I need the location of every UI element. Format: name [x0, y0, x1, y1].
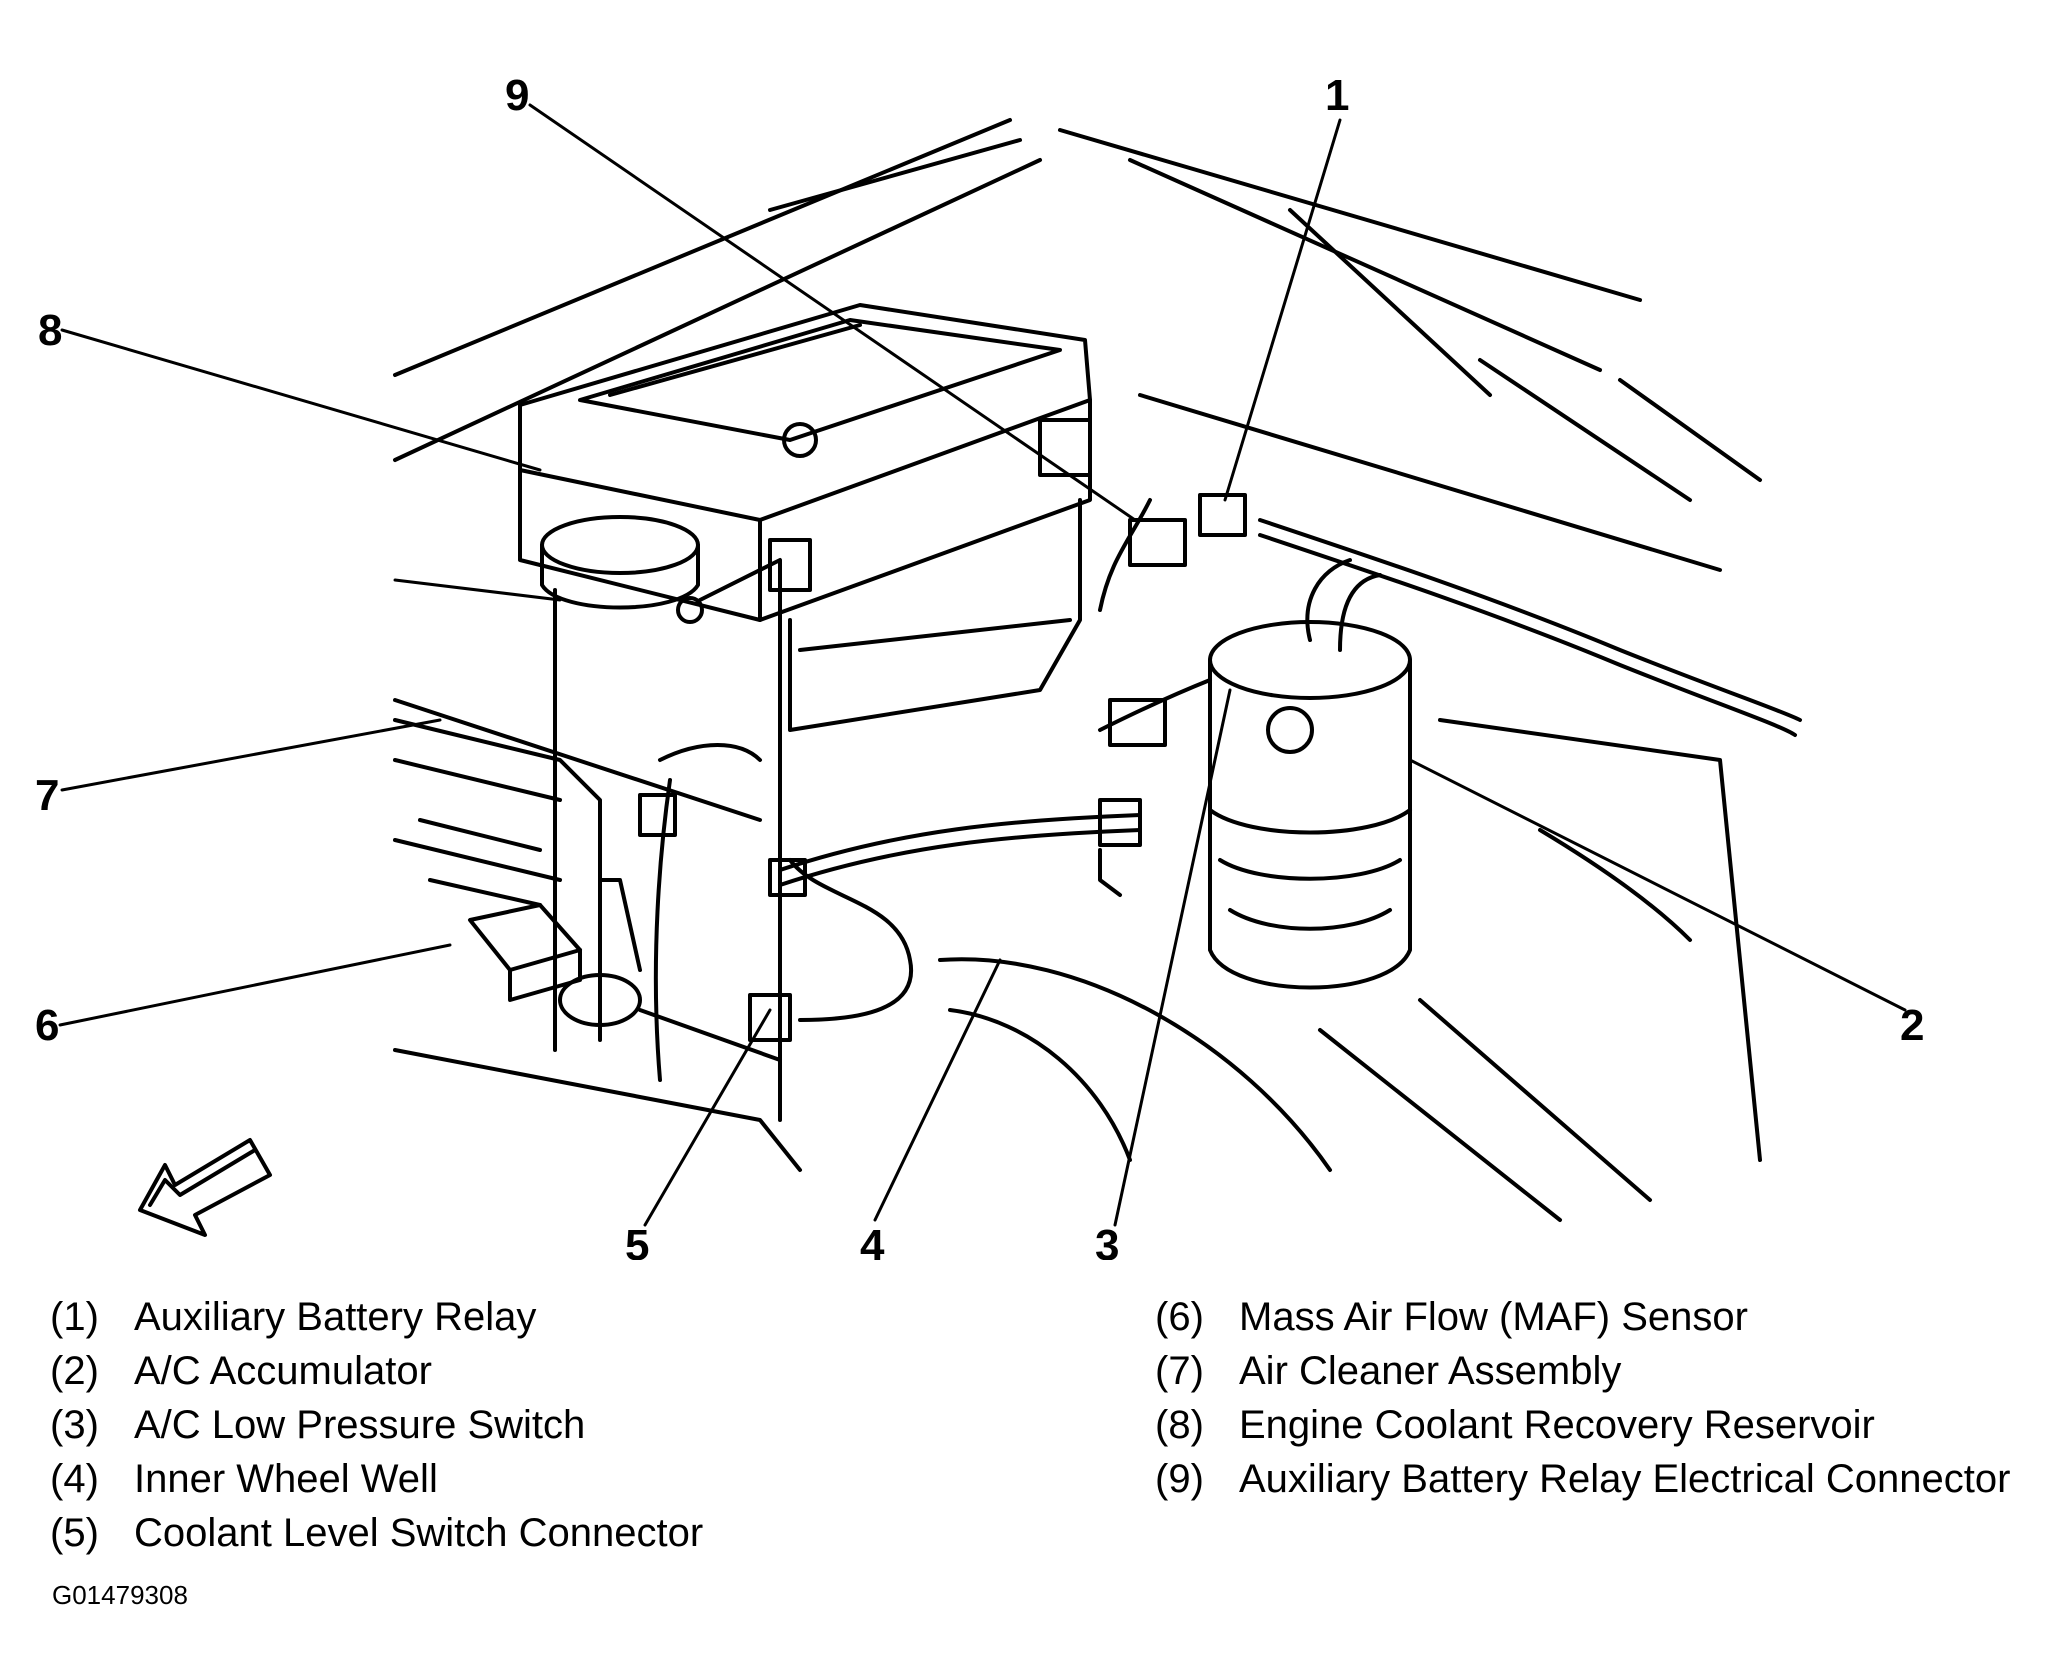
leader-line-8 — [60, 328, 542, 472]
legend-number: (6) — [1155, 1295, 1204, 1339]
callout-8: 8 — [38, 306, 62, 355]
maf-sensor — [468, 903, 642, 1027]
callout-6: 6 — [35, 1001, 59, 1050]
body-panels — [393, 118, 1762, 1222]
legend-label: Auxiliary Battery Relay — [134, 1295, 537, 1339]
legend-label: A/C Accumulator — [134, 1349, 432, 1393]
callout-5: 5 — [625, 1221, 649, 1260]
engine-compartment-diagram: 1 2 3 4 5 6 7 8 9 — [35, 71, 1924, 1260]
legend-number: (2) — [50, 1349, 99, 1393]
legend-number: (9) — [1155, 1457, 1204, 1501]
legend-label: Coolant Level Switch Connector — [134, 1511, 704, 1555]
legend-number: (5) — [50, 1511, 99, 1555]
leader-line-4 — [873, 958, 1002, 1222]
legend-label: A/C Low Pressure Switch — [134, 1403, 586, 1447]
legend-label: Mass Air Flow (MAF) Sensor — [1239, 1295, 1748, 1339]
leader-line-8b — [393, 578, 562, 602]
leader-line-7 — [60, 718, 442, 792]
legend-item-3: (3) A/C Low Pressure Switch — [50, 1398, 703, 1452]
coolant-reservoir — [540, 515, 782, 1122]
callout-2: 2 — [1900, 1001, 1924, 1050]
legend-number: (3) — [50, 1403, 99, 1447]
legend-item-6: (6) Mass Air Flow (MAF) Sensor — [1155, 1290, 2010, 1344]
legend-right-column: (6) Mass Air Flow (MAF) Sensor (7) Air C… — [1155, 1290, 2010, 1506]
front-direction-arrow-icon — [138, 1138, 272, 1237]
ac-accumulator — [1208, 558, 1412, 990]
legend-item-2: (2) A/C Accumulator — [50, 1344, 703, 1398]
legend-item-8: (8) Engine Coolant Recovery Reservoir — [1155, 1398, 2010, 1452]
legend-number: (8) — [1155, 1403, 1204, 1447]
legend-item-4: (4) Inner Wheel Well — [50, 1452, 703, 1506]
battery — [518, 303, 1092, 732]
leader-line-2 — [1408, 758, 1907, 1012]
legend-number: (7) — [1155, 1349, 1204, 1393]
legend-label: Air Cleaner Assembly — [1239, 1349, 1622, 1393]
connectors — [638, 793, 1142, 1042]
callout-1: 1 — [1325, 71, 1349, 120]
leader-line-3 — [1113, 688, 1232, 1227]
callout-4: 4 — [860, 1221, 885, 1260]
leader-line-9 — [528, 103, 1137, 522]
wiring-harness — [653, 498, 1802, 1082]
callout-7: 7 — [35, 771, 59, 820]
air-cleaner — [393, 718, 642, 1042]
auxiliary-battery-relay — [1108, 493, 1247, 747]
legend-item-7: (7) Air Cleaner Assembly — [1155, 1344, 2010, 1398]
legend-left-column: (1) Auxiliary Battery Relay (2) A/C Accu… — [50, 1290, 703, 1560]
figure-id: G01479308 — [52, 1580, 188, 1610]
legend-label: Engine Coolant Recovery Reservoir — [1239, 1403, 1875, 1447]
leader-line-6 — [58, 943, 452, 1027]
legend-label: Inner Wheel Well — [134, 1457, 438, 1501]
legend-number: (4) — [50, 1457, 99, 1501]
leader-line-5 — [643, 1008, 772, 1227]
legend-item-9: (9) Auxiliary Battery Relay Electrical C… — [1155, 1452, 2010, 1506]
legend-label: Auxiliary Battery Relay Electrical Conne… — [1239, 1457, 2011, 1501]
legend-number: (1) — [50, 1295, 99, 1339]
callout-9: 9 — [505, 71, 529, 120]
leader-line-1 — [1223, 118, 1342, 502]
leader-lines — [58, 103, 1907, 1227]
callout-3: 3 — [1095, 1221, 1119, 1260]
legend-item-5: (5) Coolant Level Switch Connector — [50, 1506, 703, 1560]
legend-item-1: (1) Auxiliary Battery Relay — [50, 1290, 703, 1344]
